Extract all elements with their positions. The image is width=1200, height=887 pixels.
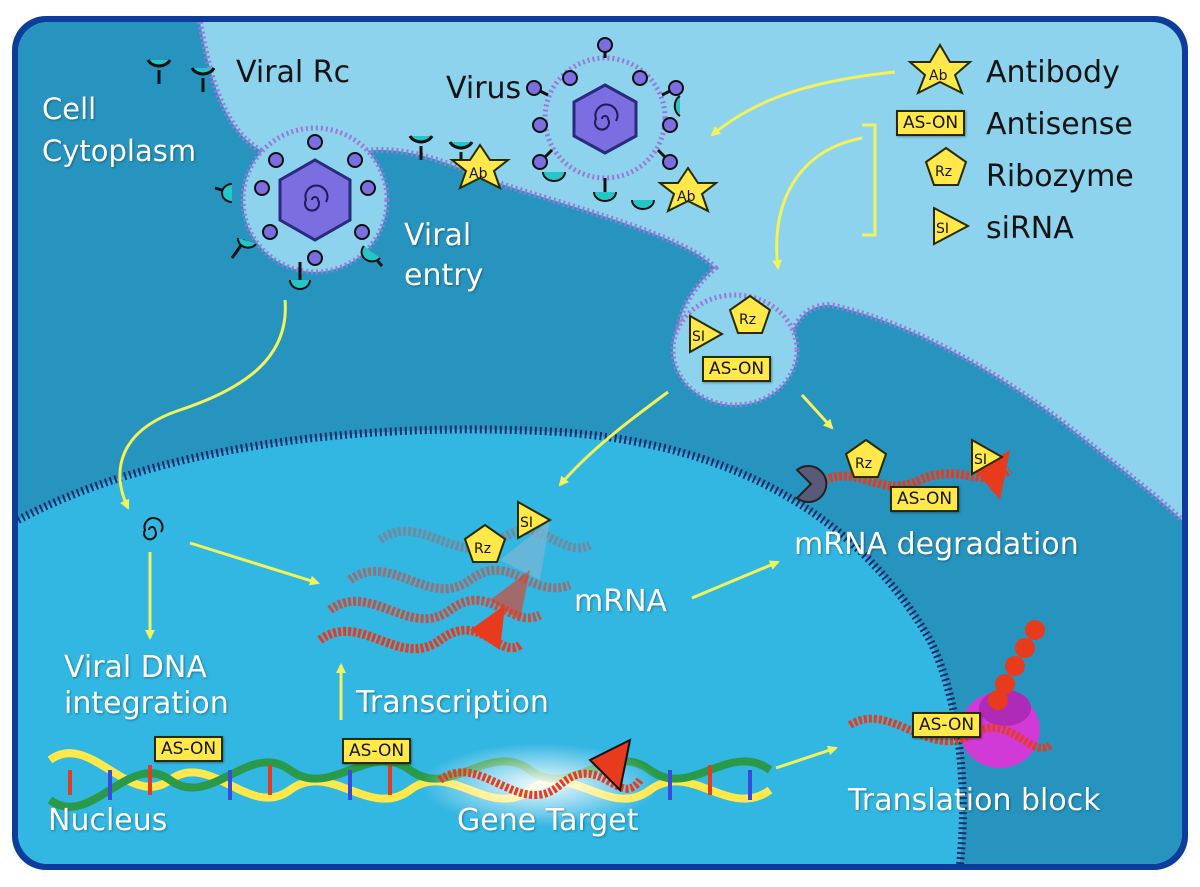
arrow-mrna-to-degradation [691,560,780,600]
ribozyme-marker-icon: Rz [924,146,968,186]
antibody-marker-icon: Ab [657,166,719,214]
antisense-marker-translation: AS-ON [912,712,982,738]
arrow-vesicle-to-nucleus [558,390,669,487]
ribozyme-marker-text: Rz [855,456,872,472]
antisense-marker-dna-2: AS-ON [342,738,412,764]
legend-antisense: Antisense [986,107,1133,142]
arrow-antibody-to-virus [710,70,896,137]
ribozyme-marker-text: Rz [474,541,491,557]
label-viral-dna-integration: Viral DNA integration [64,650,229,721]
sirna-marker-text: SI [974,452,987,468]
ribozyme-marker-text: Rz [739,312,756,328]
ribozyme-marker-text: Rz [935,164,952,180]
label-gene-target: Gene Target [457,803,639,838]
arrow-bracket-to-vesicle [772,136,863,270]
sirna-marker-icon: SI [517,500,553,540]
arrow-entry-to-integration [118,299,287,510]
sirna-marker-icon: SI [971,438,1005,476]
label-viral-entry: Viral entry [404,218,484,293]
sirna-marker-text: SI [936,221,949,237]
nucleus-region [18,429,963,864]
legend-bracket [862,123,877,237]
virus-particle-icon [526,37,684,210]
label-nucleus: Nucleus [48,803,168,838]
antibody-marker-text: Ab [677,189,696,205]
cleavage-arrowheads-icon [470,520,550,650]
antisense-marker-legend: AS-ON [896,110,966,136]
antibody-marker-icon: Ab [907,43,973,96]
ribozyme-marker-icon: Rz [728,294,772,334]
degrading-mrna-icon [795,450,1013,503]
label-translation-block: Translation block [848,783,1101,818]
antibody-marker-text: Ab [929,68,948,84]
antisense-marker-dna-1: AS-ON [154,736,224,762]
label-cell-cytoplasm: Cell Cytoplasm [42,92,197,168]
gene-target-strand-icon [437,738,644,800]
label-mrna: mRNA [574,584,668,619]
antibody-marker-text: Ab [469,166,488,182]
sirna-marker-text: SI [520,515,533,531]
legend-antibody: Antibody [986,55,1120,90]
sirna-marker-icon: SI [933,206,971,246]
ribozyme-marker-icon: Rz [844,438,888,478]
label-mrna-degradation: mRNA degradation [794,527,1079,562]
arrow-viraldna-to-mrna [189,541,320,586]
viral-dna-icon [143,517,164,541]
dna-base-pairs [68,765,752,800]
flow-arrows [118,70,896,770]
antibody-marker-icon: Ab [449,143,511,191]
virus-entry-icon [214,125,390,290]
sirna-marker-text: SI [692,329,705,345]
arrow-vesicle-to-degradation [800,393,834,430]
antisense-marker-vesicle: AS-ON [702,356,772,382]
ribozyme-marker-icon: Rz [463,523,507,563]
legend-ribozyme: Ribozyme [986,159,1134,194]
label-virus: Virus [446,71,522,106]
antisense-marker-degradation: AS-ON [890,486,960,512]
sirna-marker-icon: SI [689,314,725,354]
cell-membrane [197,22,1182,523]
arrow-dna-to-translation [775,745,838,770]
label-transcription: Transcription [356,685,549,720]
legend-sirna: siRNA [986,211,1074,246]
label-viral-rc: Viral Rc [236,55,351,90]
